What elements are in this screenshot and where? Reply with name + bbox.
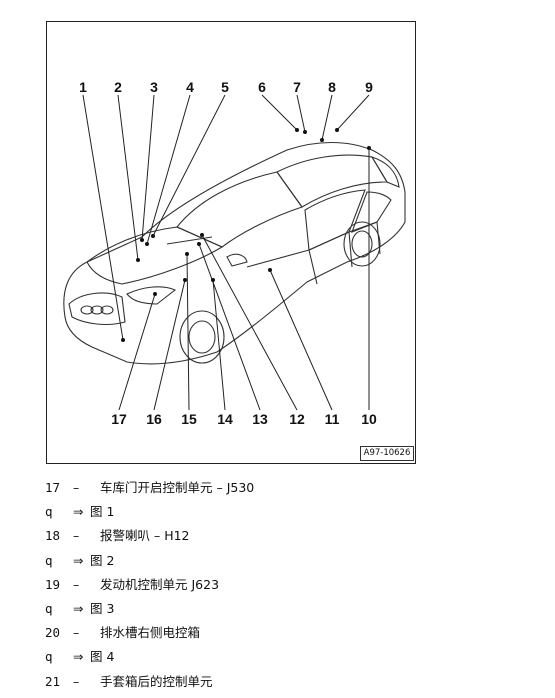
callout-2: 2 — [114, 79, 122, 95]
legend-text: 发动机控制单元 J623 — [100, 576, 220, 592]
callout-4: 4 — [186, 79, 194, 95]
legend-dash: – — [73, 480, 80, 495]
legend-row: q ⇒ 图 3 — [45, 597, 545, 621]
legend-arrow: ⇒ — [73, 504, 84, 520]
callout-10: 10 — [361, 411, 377, 427]
car-illustration: 1 2 3 4 5 6 7 8 9 17 16 15 14 13 12 11 1… — [63, 79, 406, 427]
callout-16: 16 — [146, 411, 162, 427]
legend-arrow: ⇒ — [73, 552, 84, 568]
legend-number: 21 — [45, 673, 61, 689]
legend-text: 车库门开启控制单元 – J530 — [100, 480, 255, 495]
location-dots — [121, 128, 371, 342]
callout-17: 17 — [111, 411, 127, 427]
legend-number: 19 — [45, 576, 61, 592]
legend-text: 手套箱后的控制单元 — [100, 673, 213, 689]
legend-row: q ⇒ 图 4 — [45, 645, 545, 669]
car-outline — [63, 141, 406, 365]
legend-row: 18 – 报警喇叭 – H12 — [45, 524, 545, 548]
legend-dash: – — [73, 528, 80, 544]
legend-row: q ⇒ 图 2 — [45, 549, 545, 573]
callout-14: 14 — [217, 411, 233, 427]
legend-number: 20 — [45, 625, 61, 641]
legend-row: 17 – 车库门开启控制单元 – J530 — [45, 476, 545, 500]
legend-row: q ⇒ 图 1 — [45, 500, 545, 524]
legend-bullet: q — [45, 504, 53, 520]
figure-link[interactable]: 图 4 — [90, 649, 115, 665]
callout-9: 9 — [365, 79, 373, 95]
figure-link[interactable]: 图 1 — [90, 504, 115, 520]
callout-7: 7 — [293, 79, 301, 95]
callout-6: 6 — [258, 79, 266, 95]
legend-arrow: ⇒ — [73, 649, 84, 665]
legend-dash: – — [73, 625, 80, 641]
callout-1: 1 — [79, 79, 87, 95]
legend-number: 18 — [45, 528, 61, 544]
callout-3: 3 — [150, 79, 158, 95]
car-location-diagram: 1 2 3 4 5 6 7 8 9 17 16 15 14 13 12 11 1… — [46, 21, 416, 464]
callout-8: 8 — [328, 79, 336, 95]
callout-numbers: 1 2 3 4 5 6 7 8 9 17 16 15 14 13 12 11 1… — [79, 79, 377, 427]
figure-link[interactable]: 图 3 — [90, 600, 115, 616]
callout-5: 5 — [221, 79, 229, 95]
figure-link[interactable]: 图 2 — [90, 552, 115, 568]
legend-bullet: q — [45, 649, 53, 665]
callout-12: 12 — [289, 411, 305, 427]
leader-lines — [82, 94, 370, 411]
legend-dash: – — [73, 673, 80, 689]
callout-11: 11 — [325, 411, 340, 427]
legend-text: 排水槽右侧电控箱 — [100, 625, 201, 641]
legend-row: 21 – 手套箱后的控制单元 — [45, 670, 545, 694]
legend-text: 报警喇叭 – H12 — [100, 528, 190, 544]
legend-dash: – — [73, 576, 80, 592]
legend-bullet: q — [45, 552, 53, 568]
legend-row: 19 – 发动机控制单元 J623 — [45, 573, 545, 597]
callout-15: 15 — [181, 411, 197, 427]
callout-13: 13 — [252, 411, 268, 427]
legend-row: 20 – 排水槽右侧电控箱 — [45, 621, 545, 645]
legend-number: 17 — [45, 480, 61, 495]
legend-bullet: q — [45, 600, 53, 616]
component-legend: 17 – 车库门开启控制单元 – J530 q ⇒ 图 1 18 – 报警喇叭 … — [45, 476, 545, 694]
figure-code: A97-10626 — [360, 446, 414, 461]
legend-arrow: ⇒ — [73, 600, 84, 616]
